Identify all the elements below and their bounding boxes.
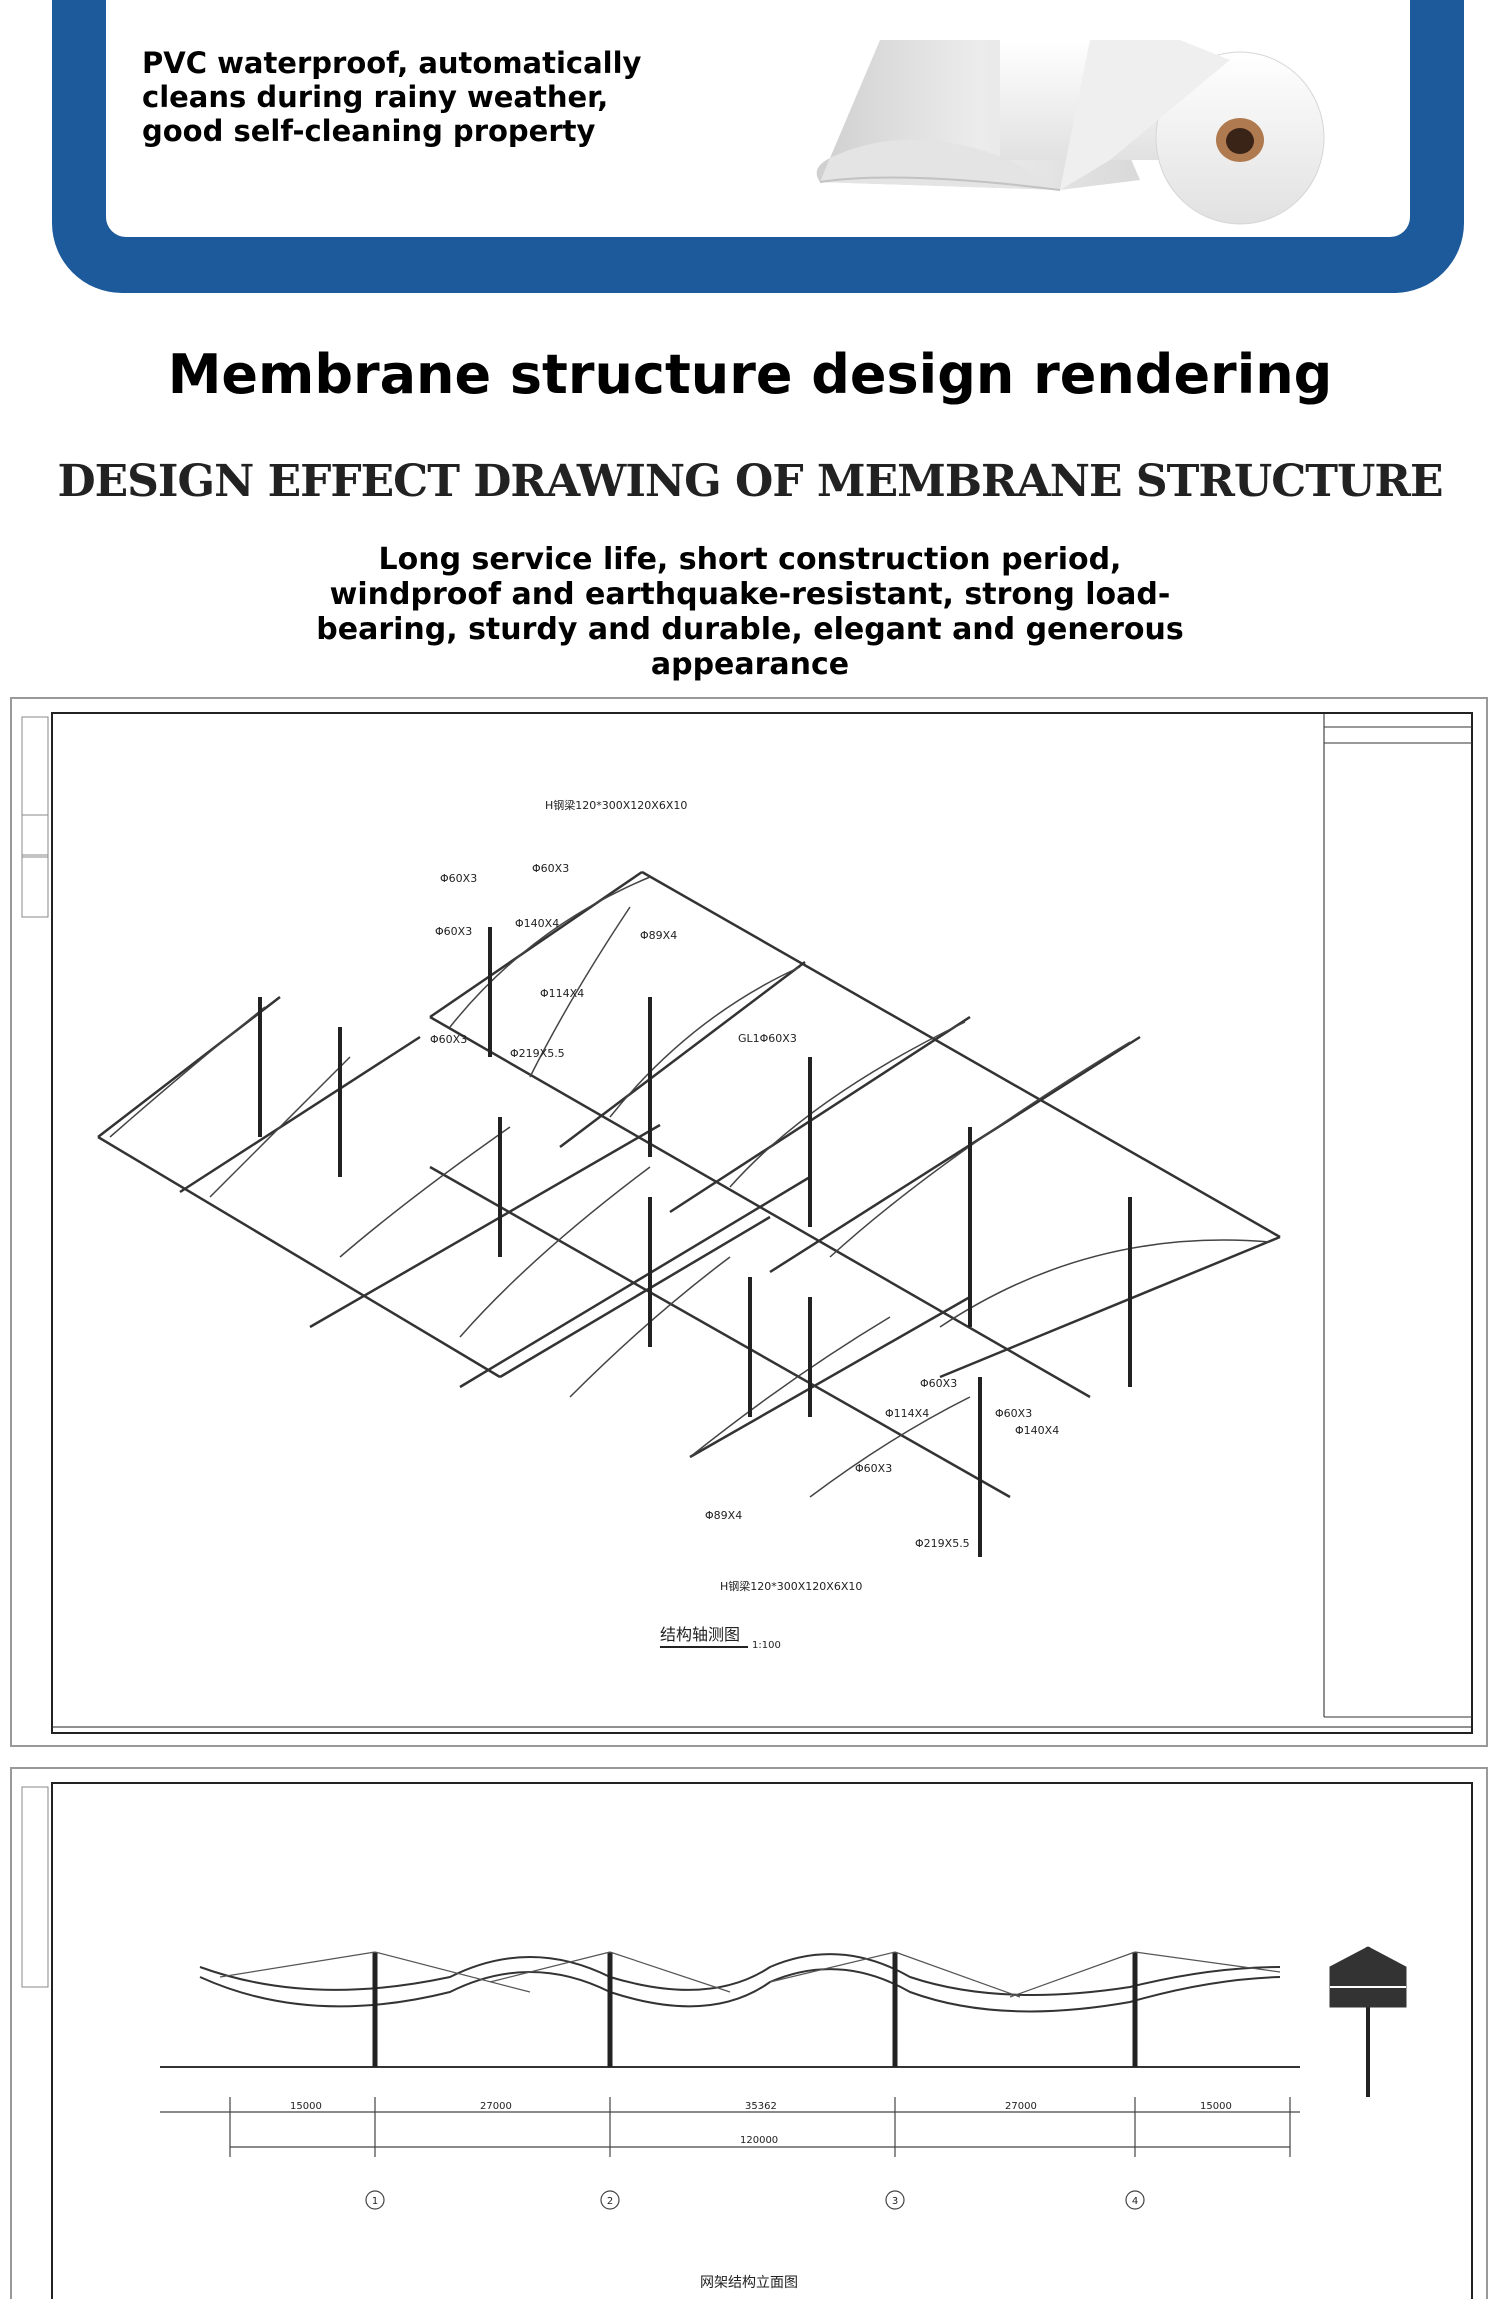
label-d89x4-a: Φ89X4 (640, 929, 677, 942)
section-description: Long service life, short construction pe… (316, 542, 1184, 682)
drawing-1-caption: 结构轴测图 (660, 1625, 740, 1644)
label-d219-b: Φ219X5.5 (915, 1537, 970, 1550)
axis-4: 4 (1132, 2196, 1138, 2207)
label-d89x4-b: Φ89X4 (705, 1509, 742, 1522)
label-d60x3-g: Φ60X3 (855, 1462, 892, 1475)
section-title: Membrane structure design rendering (167, 343, 1333, 406)
label-d60x3-b: Φ60X3 (532, 862, 569, 875)
label-d140x4-b: Φ140X4 (1015, 1424, 1059, 1437)
structure-axonometric-drawing: H钢梁120*300X120X6X10 Φ60X3 Φ60X3 Φ60X3 Φ1… (10, 697, 1488, 1747)
axis-3: 3 (892, 2196, 898, 2207)
dim-5: 15000 (1200, 2101, 1232, 2112)
label-d219-a: Φ219X5.5 (510, 1047, 565, 1060)
dim-2: 27000 (480, 2101, 512, 2112)
dim-4: 27000 (1005, 2101, 1037, 2112)
label-top-beam: H钢梁120*300X120X6X10 (545, 798, 687, 812)
axis-1: 1 (372, 2196, 378, 2207)
drawing-2-caption: 网架结构立面图 (700, 2275, 798, 2291)
label-d60x3-e: Φ60X3 (920, 1377, 957, 1390)
label-glu: GL1Φ60X3 (738, 1032, 797, 1045)
structure-elevation-drawing: 15000 27000 35362 27000 15000 120000 1 2… (10, 1767, 1488, 2299)
label-d60x3-c: Φ60X3 (435, 925, 472, 938)
axis-2: 2 (607, 2196, 613, 2207)
label-d60x3-a: Φ60X3 (440, 872, 477, 885)
membrane-roll-icon (816, 40, 1325, 225)
section-subtitle: DESIGN EFFECT DRAWING OF MEMBRANE STRUCT… (57, 456, 1443, 507)
label-d114x4-a: Φ114X4 (540, 987, 584, 1000)
dim-total: 120000 (740, 2135, 778, 2146)
dim-1: 15000 (290, 2101, 322, 2112)
label-d60x3-d: Φ60X3 (430, 1033, 467, 1046)
label-d60x3-f: Φ60X3 (995, 1407, 1032, 1420)
label-d140x4-a: Φ140X4 (515, 917, 559, 930)
feature-text: PVC waterproof, automatically cleans dur… (142, 46, 642, 148)
label-d114x4-b: Φ114X4 (885, 1407, 929, 1420)
side-elevation-detail (1329, 1946, 1407, 2097)
label-bottom-beam: H钢梁120*300X120X6X10 (720, 1579, 862, 1593)
drawing-1-scale: 1:100 (752, 1640, 781, 1651)
dim-3: 35362 (745, 2101, 777, 2112)
